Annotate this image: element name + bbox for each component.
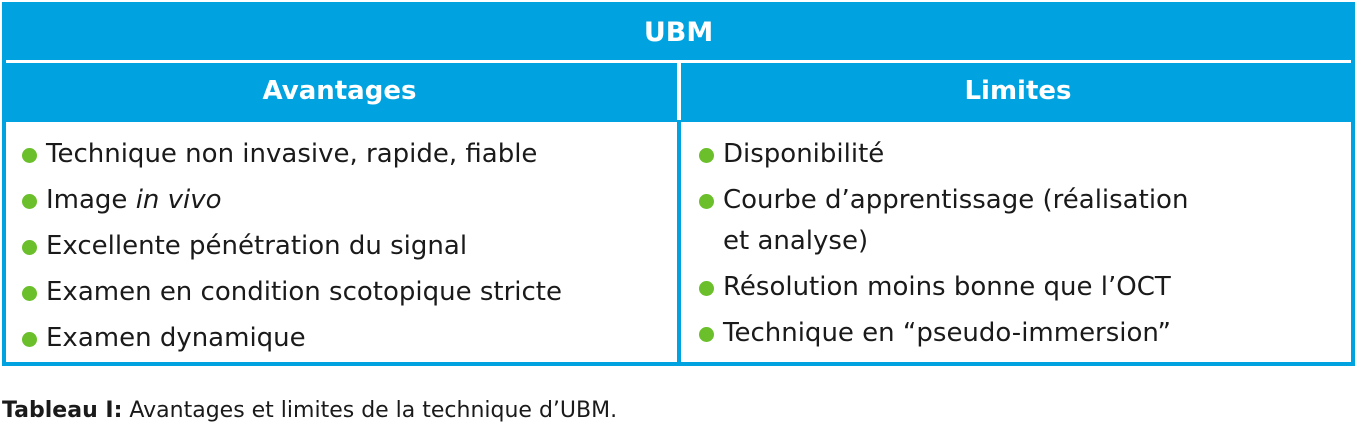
header-limites: Limites (964, 76, 1072, 106)
list-item: Examen en condition scotopique stricte (20, 272, 667, 313)
list-item: Disponibilité (697, 134, 1341, 175)
bullet-dot-icon (22, 286, 37, 301)
list-item: Examen dynamique (20, 318, 667, 359)
title-divider (6, 60, 1351, 63)
list-item: Excellente pénétration du signal (20, 226, 667, 267)
bullet-dot-icon (22, 240, 37, 255)
table-caption: Tableau I: Avantages et limites de la te… (2, 398, 617, 423)
table-title: UBM (643, 16, 714, 48)
advantages-cell: Technique non invasive, rapide, fiable I… (6, 122, 677, 362)
header-divider (677, 62, 681, 120)
bullet-dot-icon (22, 148, 37, 163)
list-item: Résolution moins bonne que l’OCT (697, 267, 1341, 308)
advantages-list: Technique non invasive, rapide, fiable I… (20, 134, 667, 364)
header-row: Avantages Limites (2, 62, 1355, 120)
bullet-dot-icon (22, 332, 37, 347)
bullet-dot-icon (22, 194, 37, 209)
caption-text: Avantages et limites de la technique d’U… (122, 398, 618, 423)
bullet-dot-icon (699, 327, 714, 342)
caption-label: Tableau I: (2, 398, 123, 423)
header-avantages: Avantages (262, 76, 417, 106)
bullet-dot-icon (699, 194, 714, 209)
bullet-dot-icon (699, 148, 714, 163)
limits-cell: Disponibilité Courbe d’apprentissage (ré… (681, 122, 1351, 362)
list-item: Image in vivo (20, 180, 667, 221)
list-item: Technique en “pseudo-immersion” (697, 313, 1341, 354)
ubm-table: UBM Avantages Limites Technique non inva… (2, 2, 1355, 366)
bullet-dot-icon (699, 281, 714, 296)
list-item: Technique non invasive, rapide, fiable (20, 134, 667, 175)
limits-list: Disponibilité Courbe d’apprentissage (ré… (697, 134, 1341, 359)
